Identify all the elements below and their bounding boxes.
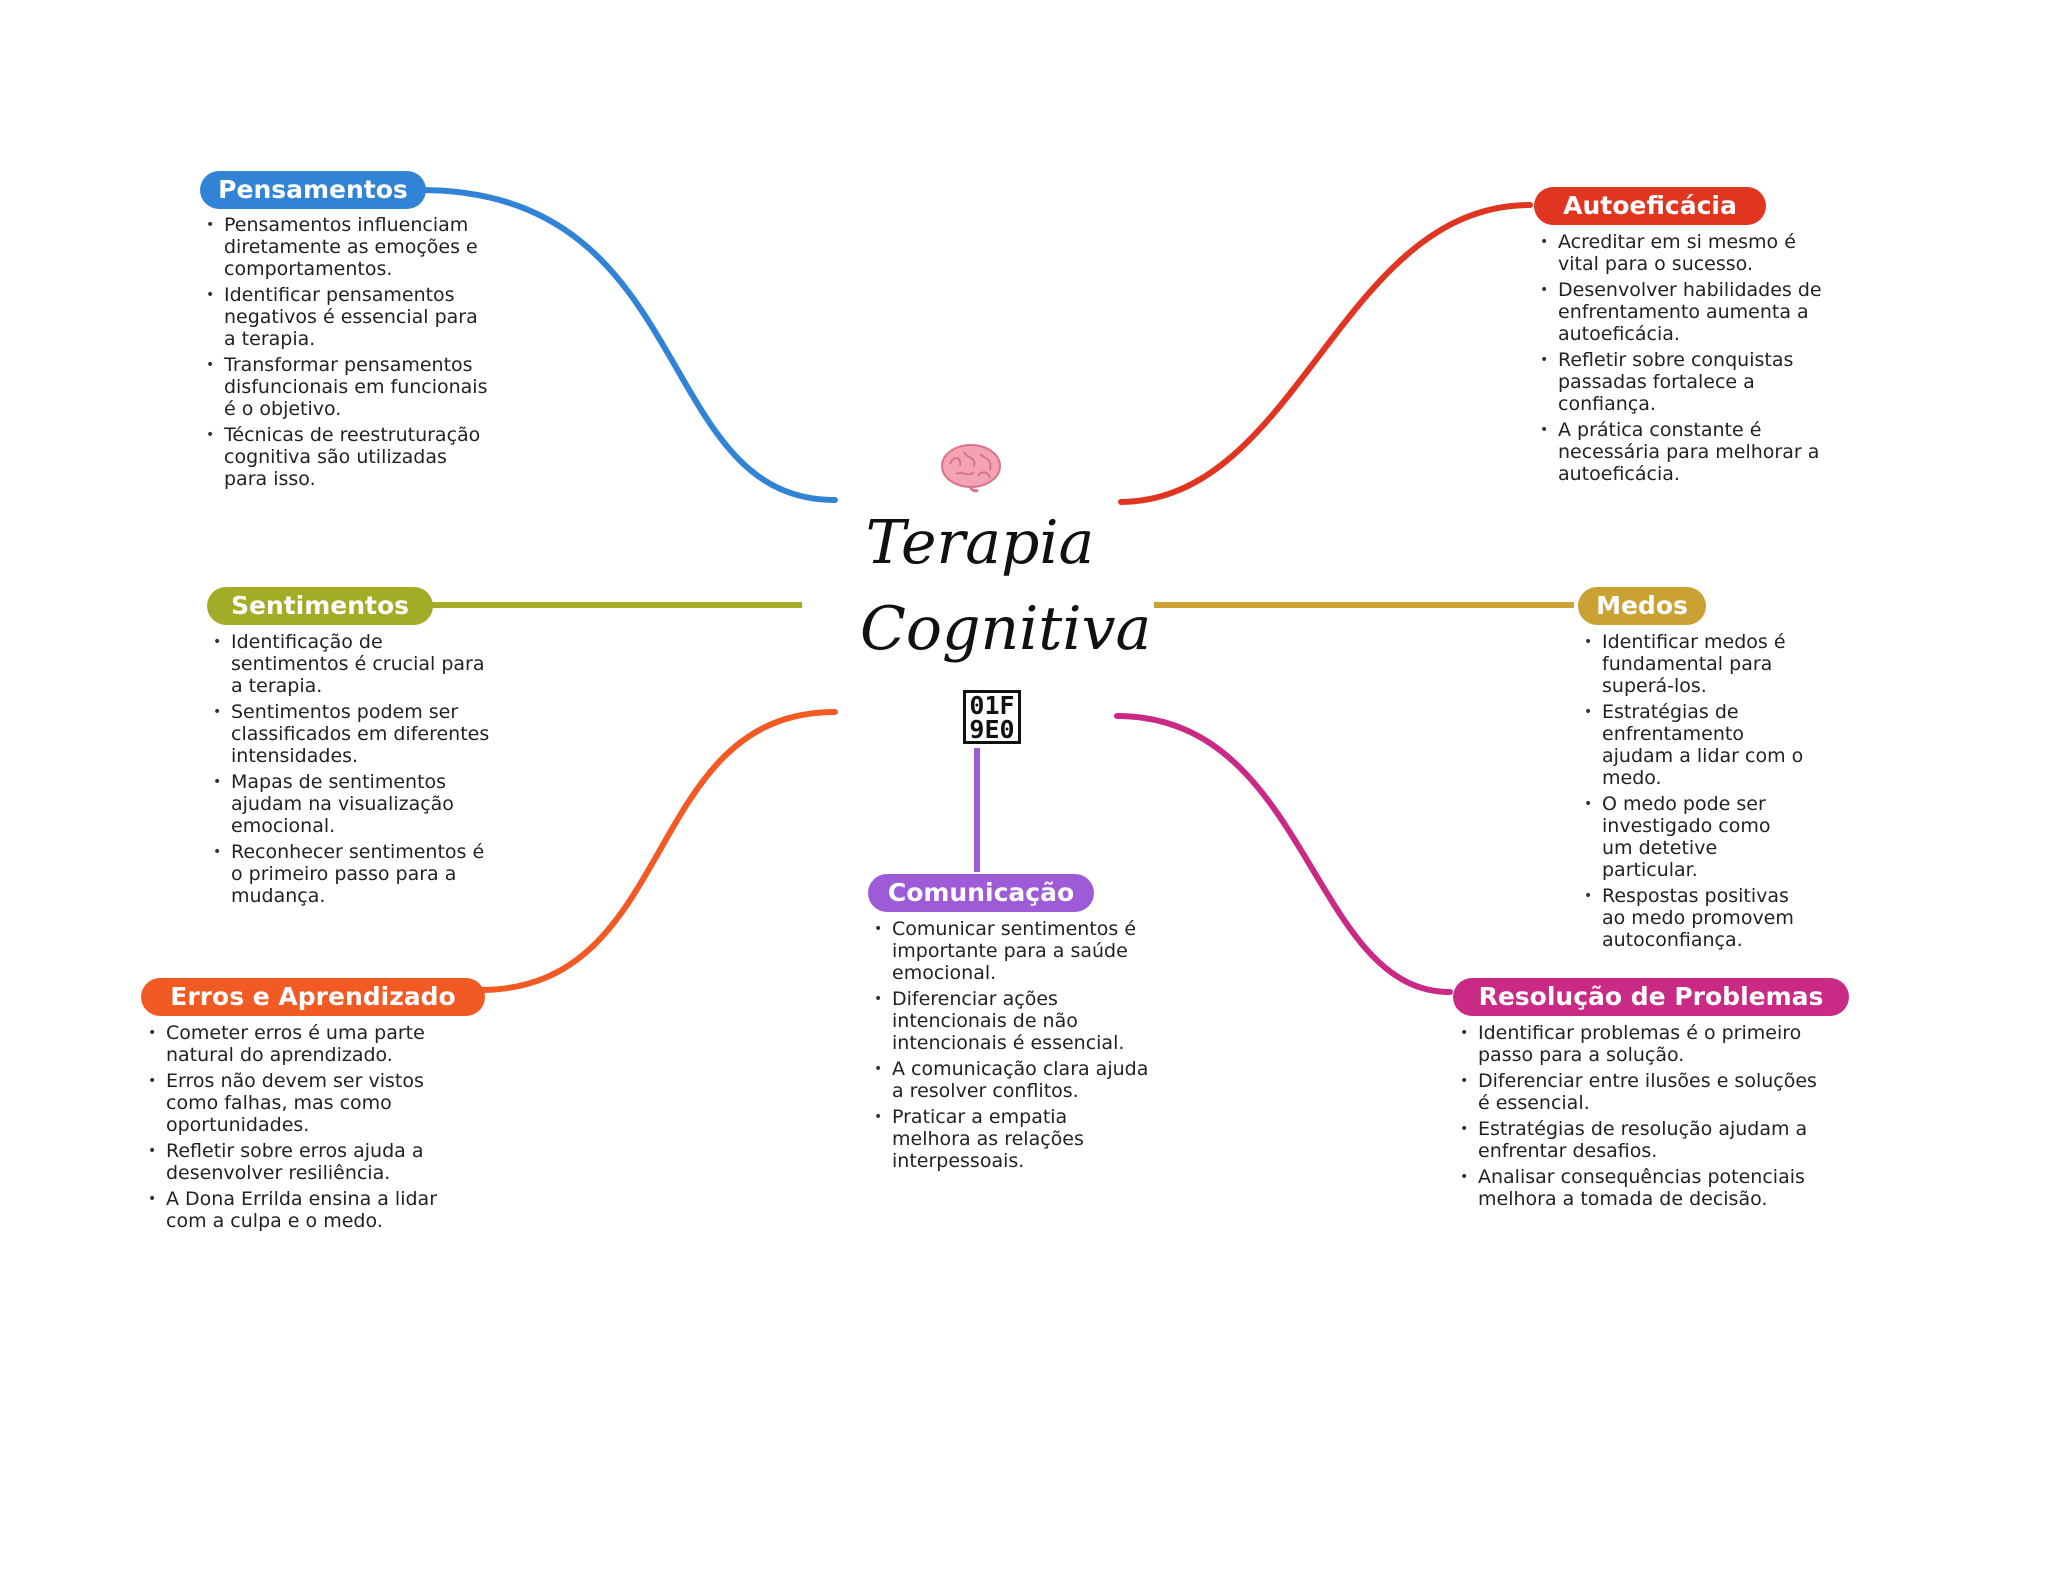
list-item: A Dona Errilda ensina a lidar com a culp… <box>148 1188 453 1232</box>
bullets-erros-e-aprendizado: Cometer erros é uma parte natural do apr… <box>148 1022 453 1236</box>
list-item: Estratégias de enfrentamento ajudam a li… <box>1584 701 1804 789</box>
brain-icon <box>940 442 1002 498</box>
list-item: Praticar a empatia melhora as relações i… <box>874 1106 1149 1172</box>
central-title-line1: Terapia <box>865 508 1095 578</box>
list-item: Transformar pensamentos disfuncionais em… <box>206 354 488 420</box>
list-item: Refletir sobre erros ajuda a desenvolver… <box>148 1140 453 1184</box>
bullets-pensamentos: Pensamentos influenciam diretamente as e… <box>206 214 488 494</box>
list-item: Estratégias de resolução ajudam a enfren… <box>1460 1118 1820 1162</box>
list-item: Reconhecer sentimentos é o primeiro pass… <box>213 841 493 907</box>
bullets-autoeficacia: Acreditar em si mesmo é vital para o suc… <box>1540 231 1822 489</box>
list-item: Identificar pensamentos negativos é esse… <box>206 284 488 350</box>
branch-comunicacao[interactable]: Comunicação <box>868 874 1094 912</box>
list-item: Pensamentos influenciam diretamente as e… <box>206 214 488 280</box>
connector-autoeficacia <box>1118 202 1533 505</box>
list-item: Sentimentos podem ser classificados em d… <box>213 701 493 767</box>
list-item: Cometer erros é uma parte natural do apr… <box>148 1022 453 1066</box>
list-item: Diferenciar ações intencionais de não in… <box>874 988 1149 1054</box>
central-title-line2: Cognitiva <box>860 594 1152 664</box>
list-item: A comunicação clara ajuda a resolver con… <box>874 1058 1149 1102</box>
list-item: Erros não devem ser vistos como falhas, … <box>148 1070 453 1136</box>
list-item: Desenvolver habilidades de enfrentamento… <box>1540 279 1822 345</box>
bullets-sentimentos: Identificação de sentimentos é crucial p… <box>213 631 493 911</box>
branch-sentimentos[interactable]: Sentimentos <box>207 587 433 625</box>
connector-resolucao <box>1114 713 1453 995</box>
list-item: Identificar medos é fundamental para sup… <box>1584 631 1804 697</box>
list-item: Mapas de sentimentos ajudam na visualiza… <box>213 771 493 837</box>
list-item: Refletir sobre conquistas passadas forta… <box>1540 349 1822 415</box>
branch-autoeficacia[interactable]: Autoeficácia <box>1534 187 1766 225</box>
list-item: Comunicar sentimentos é importante para … <box>874 918 1149 984</box>
list-item: O medo pode ser investigado como um dete… <box>1584 793 1804 881</box>
list-item: Respostas positivas ao medo promovem aut… <box>1584 885 1804 951</box>
bullets-comunicacao: Comunicar sentimentos é importante para … <box>874 918 1149 1176</box>
central-topic: Terapia Cognitiva <box>860 500 1152 672</box>
glyph-line1: 01F <box>969 691 1015 720</box>
list-item: Identificação de sentimentos é crucial p… <box>213 631 493 697</box>
bullets-medos: Identificar medos é fundamental para sup… <box>1584 631 1804 955</box>
list-item: Identificar problemas é o primeiro passo… <box>1460 1022 1820 1066</box>
list-item: A prática constante é necessária para me… <box>1540 419 1822 485</box>
list-item: Diferenciar entre ilusões e soluções é e… <box>1460 1070 1820 1114</box>
missing-glyph-icon: 01F 9E0 <box>963 690 1021 744</box>
connector-erros <box>477 709 838 993</box>
branch-erros-e-aprendizado[interactable]: Erros e Aprendizado <box>141 978 485 1016</box>
branch-resolucao-de-problemas[interactable]: Resolução de Problemas <box>1453 978 1849 1016</box>
list-item: Técnicas de reestruturação cognitiva são… <box>206 424 488 490</box>
branch-pensamentos[interactable]: Pensamentos <box>200 171 426 209</box>
list-item: Analisar consequências potenciais melhor… <box>1460 1166 1820 1210</box>
bullets-resolucao-de-problemas: Identificar problemas é o primeiro passo… <box>1460 1022 1820 1214</box>
glyph-line2: 9E0 <box>969 715 1015 744</box>
connector-pensamentos <box>417 187 838 503</box>
list-item: Acreditar em si mesmo é vital para o suc… <box>1540 231 1822 275</box>
branch-medos[interactable]: Medos <box>1578 587 1706 625</box>
